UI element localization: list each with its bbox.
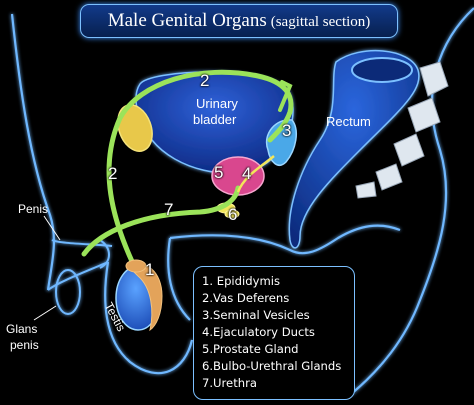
glans-leader xyxy=(33,305,57,321)
legend-box: 1. Epididymis 2.Vas Deferens 3.Seminal V… xyxy=(193,266,355,400)
epididymis-head xyxy=(125,259,147,273)
legend-item-epididymis: 1. Epididymis xyxy=(202,274,281,288)
perineum-line xyxy=(167,237,191,321)
pelvic-floor-line xyxy=(169,224,401,255)
sacrum-vertebrae xyxy=(355,61,449,199)
epididymis-shape xyxy=(127,263,163,332)
marker-1: 1 xyxy=(145,260,155,279)
scrotum-line xyxy=(104,261,194,375)
duct-system xyxy=(81,69,294,273)
marker-2-top: 2 xyxy=(200,71,210,90)
marker-7: 7 xyxy=(164,200,174,219)
vertebra-1 xyxy=(419,61,449,97)
penis-section-cut xyxy=(99,239,110,269)
legend-item-prostate-gland: 5.Prostate Gland xyxy=(202,342,299,356)
penis-lower-line xyxy=(47,261,109,291)
penis-outline xyxy=(47,239,113,315)
legend-item-ejaculatory-ducts: 4.Ejaculatory Ducts xyxy=(202,325,315,339)
abdominal-wall-line xyxy=(10,13,56,291)
label-urinary: Urinary xyxy=(196,96,238,111)
leader-lines xyxy=(33,215,61,321)
title-main: Male Genital Organs xyxy=(107,10,267,31)
label-glans-penis: penis xyxy=(10,338,39,352)
diagram-title: Male Genital Organs (sagittal section) xyxy=(80,4,398,38)
legend-item-vas-deferens: 2.Vas Deferens xyxy=(202,291,290,305)
label-glans: Glans xyxy=(6,322,38,336)
seminal-vesicle-shape xyxy=(265,119,298,166)
vas-deferens-tube xyxy=(106,69,294,273)
vertebra-4 xyxy=(375,163,403,191)
label-bladder: bladder xyxy=(193,112,237,127)
glans-shape xyxy=(55,269,81,315)
title-subtitle: (sagittal section) xyxy=(270,14,371,30)
marker-3: 3 xyxy=(282,121,292,140)
penis-leader xyxy=(43,215,61,241)
label-penis: Penis xyxy=(18,202,49,216)
marker-5: 5 xyxy=(214,163,224,182)
ureter-tube xyxy=(278,80,293,112)
vertebra-2 xyxy=(407,97,441,133)
legend-item-urethra: 7.Urethra xyxy=(202,376,257,390)
rectum-lumen-rim xyxy=(351,57,413,83)
ejaculatory-duct-line xyxy=(236,155,275,193)
legend-item-seminal-vesicles: 3.Seminal Vesicles xyxy=(202,308,310,322)
marker-6: 6 xyxy=(228,205,238,224)
legend-item-bulbo-urethral-glands: 6.Bulbo-Urethral Glands xyxy=(202,359,342,373)
penis-upper-line xyxy=(51,239,113,247)
vertebra-3 xyxy=(393,133,425,167)
rectum-shape xyxy=(288,49,420,249)
bulbo-urethral-gland-2 xyxy=(224,209,240,219)
marker-2-left: 2 xyxy=(108,164,118,183)
urethra-tube xyxy=(81,185,241,257)
label-rectum: Rectum xyxy=(326,114,371,129)
marker-4: 4 xyxy=(242,164,252,183)
vertebra-5 xyxy=(355,181,377,199)
